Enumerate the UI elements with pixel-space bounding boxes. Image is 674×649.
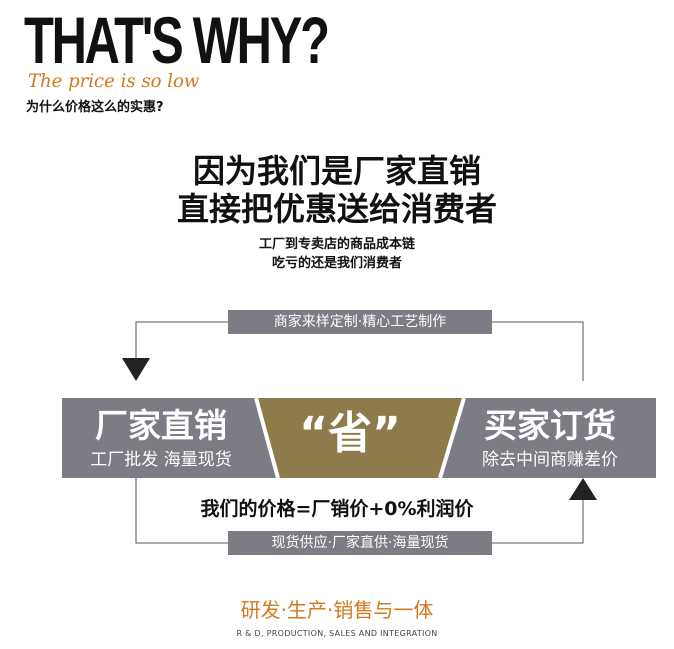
subtext-line-1: 工厂到专卖店的商品成本链 bbox=[258, 237, 415, 252]
slogan-line-1: 因为我们是厂家直销 bbox=[192, 152, 481, 190]
footer-title: 研发·生产·销售与一体 bbox=[240, 598, 434, 622]
down-arrow-icon bbox=[122, 358, 150, 381]
right-box-title: 买家订货 bbox=[484, 406, 616, 445]
center-box-title: “省” bbox=[299, 408, 401, 459]
top-process-label: 商家来样定制·精心工艺制作 bbox=[228, 310, 492, 334]
bottom-process-label: 现货供应·厂家直供·海量现货 bbox=[228, 531, 492, 555]
right-box-subtitle: 除去中间商赚差价 bbox=[482, 450, 618, 470]
separator-left bbox=[254, 397, 280, 479]
subtext-line-2: 吃亏的还是我们消费者 bbox=[271, 256, 402, 271]
left-box-subtitle: 工厂批发 海量现货 bbox=[90, 450, 232, 470]
left-box-title: 厂家直销 bbox=[95, 406, 227, 445]
center-box bbox=[256, 398, 464, 478]
price-formula: 我们的价格=厂销价+0%利润价 bbox=[200, 498, 474, 520]
hero-title: THAT'S WHY? bbox=[24, 3, 330, 77]
hero-question: 为什么价格这么的实惠? bbox=[26, 100, 164, 115]
right-box bbox=[440, 398, 656, 478]
slogan-line-2: 直接把优惠送给消费者 bbox=[176, 190, 497, 228]
up-arrow-icon bbox=[569, 478, 597, 500]
footer-subtitle: R & D, PRODUCTION, SALES AND INTEGRATION bbox=[236, 629, 438, 638]
left-box bbox=[62, 398, 278, 478]
separator-right bbox=[438, 397, 466, 479]
hero-tagline: The price is so low bbox=[28, 70, 200, 92]
